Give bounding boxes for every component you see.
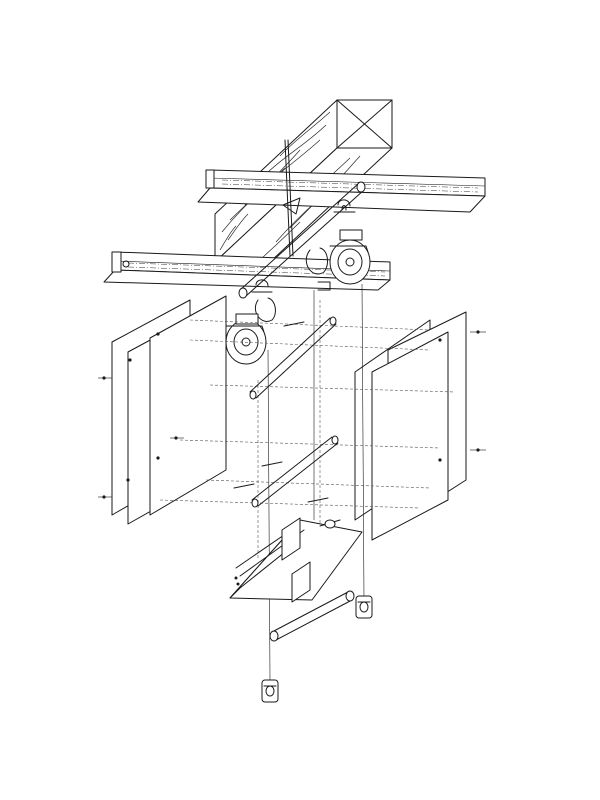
cable-reel: [225, 229, 371, 365]
left-panel: [98, 295, 227, 525]
angle-bracket-tray: [229, 517, 363, 642]
pipe-rail: [238, 139, 366, 299]
alignment-lines: [159, 300, 456, 560]
cross-rod: [233, 283, 365, 681]
right-panel: [354, 311, 486, 541]
counterweight: [261, 595, 373, 703]
hook-clamp: [251, 199, 356, 322]
